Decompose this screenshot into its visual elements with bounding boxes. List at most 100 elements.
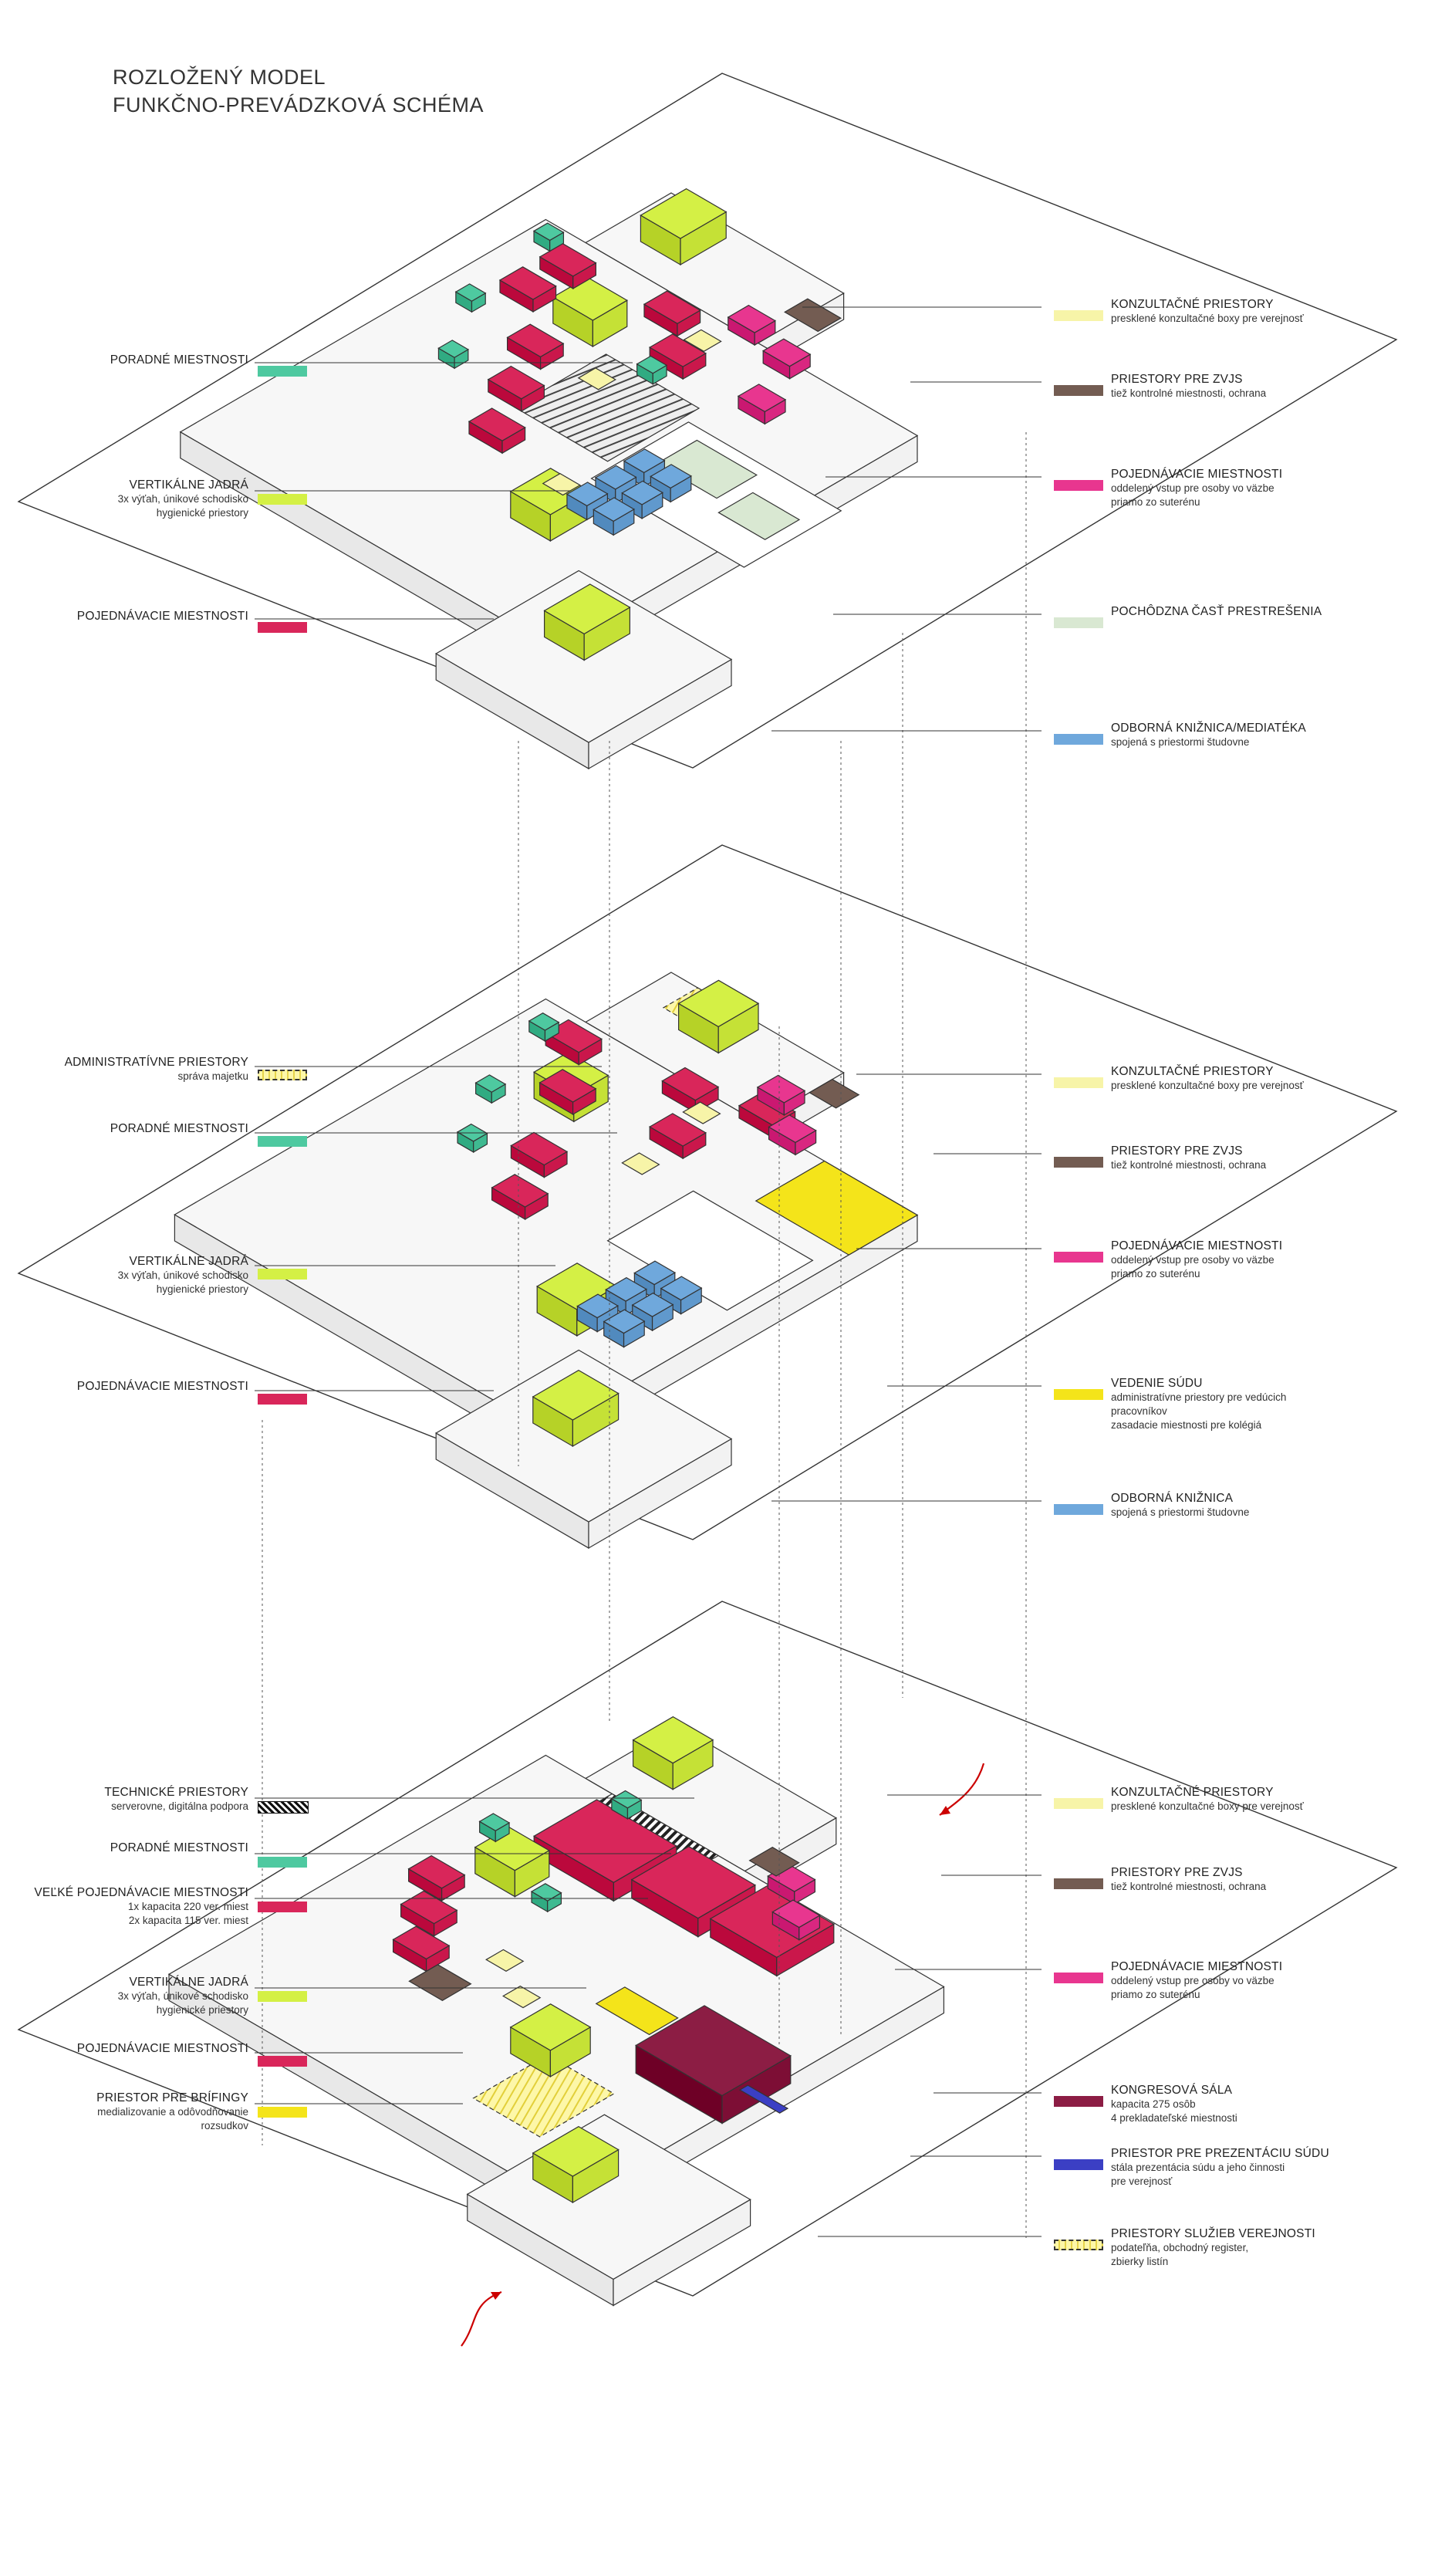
legend-subtitle-line: priamo zo suterénu xyxy=(1111,496,1200,508)
legend-subtitle-line: tiež kontrolné miestnosti, ochrana xyxy=(1111,387,1267,399)
legend-swatch-middle-right-1 xyxy=(1054,1157,1103,1168)
bot-core-north xyxy=(632,1716,714,1790)
legend-swatch-bottom-left-5 xyxy=(258,2107,307,2118)
bot-advisory-1-top xyxy=(610,1790,643,1809)
legend-title: POJEDNÁVACIE MIESTNOSTI xyxy=(1111,468,1283,481)
legend-swatch-top-right-1 xyxy=(1054,385,1103,396)
top-advisory-0 xyxy=(532,222,565,252)
legend-title: TECHNICKÉ PRIESTORY xyxy=(104,1786,248,1799)
legend-swatch-bottom-right-3 xyxy=(1054,2096,1103,2107)
mid-advisory-0-top xyxy=(528,1012,560,1031)
mid-library-shelf-1-top xyxy=(660,1276,703,1301)
legend-top-right-0: KONZULTAČNÉ PRIESTORY presklené konzultač… xyxy=(1111,298,1304,326)
top-consult-box-1 xyxy=(577,367,616,390)
bot-hearing-room-1-top xyxy=(400,1890,458,1925)
top-hearing-east-1-top xyxy=(761,338,812,367)
mid-library-shelf-3-top xyxy=(631,1292,674,1317)
top-hearing-room-2-top xyxy=(506,323,565,358)
legend-swatch-middle-left-2 xyxy=(258,1269,307,1280)
legend-subtitle-line: oddelený vstup pre osoby vo väzbe xyxy=(1111,1254,1275,1266)
top-advisory-3-top xyxy=(636,355,668,374)
legend-swatch-bottom-left-2 xyxy=(258,1902,307,1912)
top-library-shelf-1-top xyxy=(650,464,692,489)
mid-consult-box-0 xyxy=(682,1101,721,1124)
legend-middle-left-3: POJEDNÁVACIE MIESTNOSTI xyxy=(77,1380,248,1394)
mid-library-shelf-4-top xyxy=(576,1293,619,1319)
legend-top-right-3: POCHÔDZNA ČASŤ PRESTREŠENIA xyxy=(1111,605,1322,619)
legend-swatch-bottom-right-5 xyxy=(1054,2240,1103,2250)
bot-congress-hall-top xyxy=(635,2005,792,2097)
legend-title: PRIESTOR PRE PREZENTÁCIU SÚDU xyxy=(1111,2147,1329,2160)
top-hearing-east-2-top xyxy=(737,384,787,413)
mid-consult-box-1 xyxy=(621,1152,660,1175)
top-core-south xyxy=(543,583,631,661)
legend-subtitle-line: 4 prekladateľské miestnosti xyxy=(1111,2112,1237,2124)
legend-title: PRIESTORY PRE ZVJS xyxy=(1111,373,1243,386)
bot-zvjs-area xyxy=(748,1847,800,1877)
mid-advisory-1-top xyxy=(474,1074,507,1093)
entrance-arrow-east-head xyxy=(940,1806,950,1815)
top-library-shelf-1 xyxy=(650,464,692,503)
mid-hearing-room-b1-top xyxy=(649,1113,707,1147)
mid-hearing-east-0 xyxy=(756,1074,806,1116)
legend-title: ODBORNÁ KNIŽNICA/MEDIATÉKA xyxy=(1111,722,1306,735)
legend-subtitle-line: kapacita 275 osôb xyxy=(1111,2098,1196,2110)
legend-subtitle-line: stála prezentácia súdu a jeho činnosti xyxy=(1111,2162,1285,2173)
mid-hearing-room-b0-top xyxy=(661,1067,720,1101)
mid-hearing-room-3-top xyxy=(491,1174,549,1208)
top-library-shelf-4 xyxy=(566,482,609,521)
vertical-projection-lines xyxy=(262,432,1027,2238)
mid-atrium-void xyxy=(606,1190,814,1311)
legend-swatch-middle-left-1 xyxy=(258,1136,307,1147)
legend-title: VEDENIE SÚDU xyxy=(1111,1377,1203,1390)
bot-briefing-area xyxy=(595,1986,679,2036)
legend-subtitle-line: presklené konzultačné boxy pre verejnosť xyxy=(1111,313,1304,324)
legend-swatch-bottom-left-3 xyxy=(258,1991,307,2002)
legend-swatch-bottom-left-4 xyxy=(258,2056,307,2067)
legend-title: ODBORNÁ KNIŽNICA xyxy=(1111,1492,1234,1505)
top-library-shelf-5-top xyxy=(593,497,635,522)
bot-core-center-top xyxy=(509,2003,592,2051)
top-advisory-0-top xyxy=(532,222,565,242)
legend-subtitle-line: 1x kapacita 220 ver. miest xyxy=(127,1901,248,1912)
legend-subtitle-line: hygienické priestory xyxy=(156,2004,248,2016)
legend-swatch-bottom-right-4 xyxy=(1054,2159,1103,2170)
mid-hearing-east-0-top xyxy=(756,1074,806,1104)
legend-title: KONZULTAČNÉ PRIESTORY xyxy=(1111,298,1274,311)
title-line-2: FUNKČNO-PREVÁDZKOVÁ SCHÉMA xyxy=(113,93,484,117)
mid-library-shelf-2-top xyxy=(605,1276,647,1302)
mid-hearing-room-b0 xyxy=(661,1067,720,1114)
bot-large-hearing-2-top xyxy=(630,1846,756,1919)
mid-library-shelf-5 xyxy=(603,1309,646,1348)
top-hearing-room-0-top xyxy=(538,243,597,277)
top-library-shelf-4-top xyxy=(566,482,609,507)
legend-swatch-bottom-left-1 xyxy=(258,1857,307,1868)
top-library-shelf-5 xyxy=(593,497,635,536)
top-hearing-east-0-top xyxy=(727,304,776,333)
mid-library-shelf-0-top xyxy=(633,1260,676,1286)
bot-hearing-room-0-top xyxy=(407,1854,466,1889)
legend-swatch-bottom-right-2 xyxy=(1054,1973,1103,1983)
legend-subtitle-line: priamo zo suterénu xyxy=(1111,1989,1200,2000)
legend-subtitle-line: pracovníkov xyxy=(1111,1405,1167,1417)
top-walkable-roof-1 xyxy=(656,439,758,499)
mid-library-shelf-3 xyxy=(631,1292,674,1332)
legend-title: KONZULTAČNÉ PRIESTORY xyxy=(1111,1065,1274,1078)
bot-core-center xyxy=(509,2003,592,2077)
bot-hearing-room-2 xyxy=(392,1925,451,1973)
top-hearing-room-3-top xyxy=(487,365,545,400)
bot-hearing-room-0 xyxy=(407,1854,466,1902)
top-library-shelf-2-top xyxy=(594,465,637,490)
legend-swatch-bottom-left-0 xyxy=(258,1801,309,1814)
mid-library-shelf-5-top xyxy=(603,1309,646,1334)
legend-swatch-bottom-right-0 xyxy=(1054,1798,1103,1809)
mid-leadership-area xyxy=(755,1160,919,1256)
legend-title: ADMINISTRATÍVNE PRIESTORY xyxy=(64,1056,248,1069)
mid-library-shelf-0 xyxy=(633,1260,676,1300)
